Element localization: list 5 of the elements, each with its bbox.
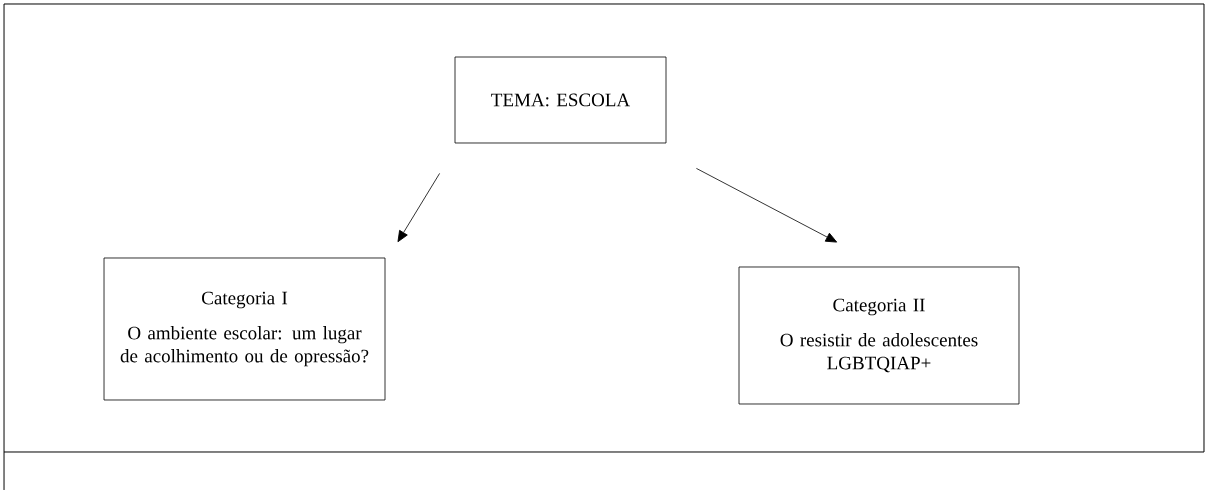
text-box: Categoria I O ambiente escolar: um lugar de acolhimento ou de opressão? <box>103 257 386 401</box>
text-box: TEMA: ESCOLA <box>454 56 667 144</box>
arrow <box>397 173 440 243</box>
arrow <box>696 168 838 243</box>
text-box: Categoria II O resistir de adolescentes LGBTQIAP+ <box>738 266 1020 405</box>
